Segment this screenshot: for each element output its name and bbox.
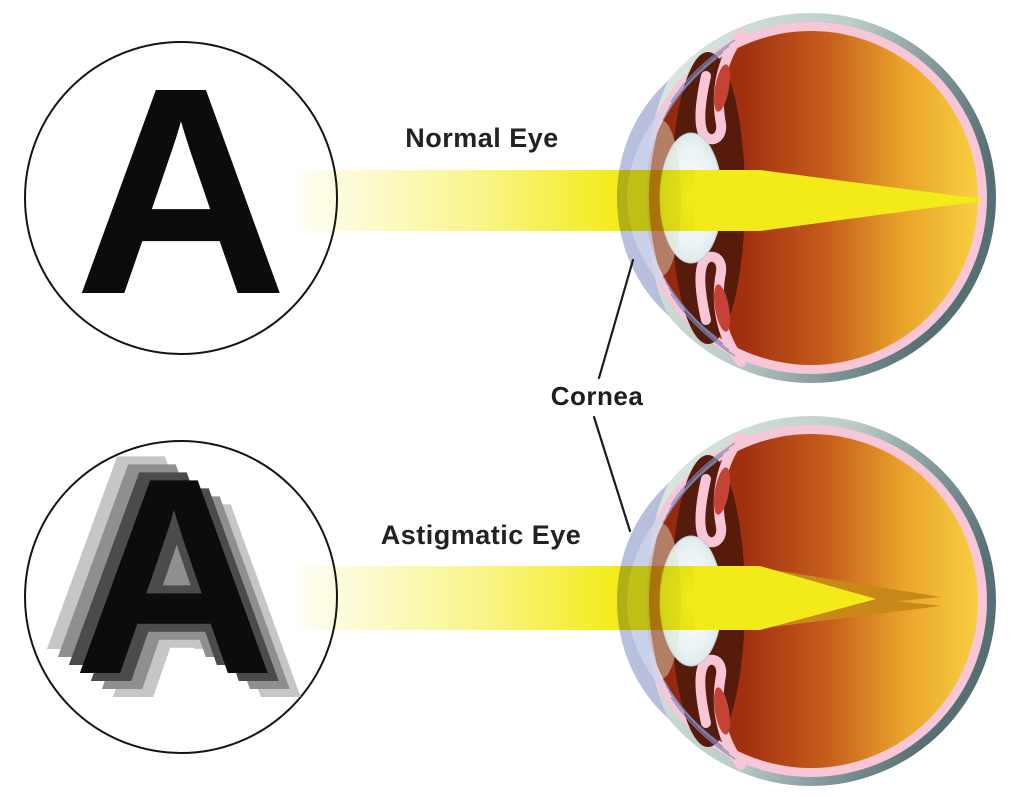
blur-ghost-mid-right: A <box>95 437 297 749</box>
chart-letter-blurred: A A A A A A A <box>40 397 308 757</box>
blur-ghost-dark-right: A <box>84 429 286 741</box>
astigmatic-incoming-beam <box>298 566 698 630</box>
blur-ghost-mid-left: A <box>51 405 253 717</box>
cornea-pointer-line-top <box>597 258 635 380</box>
blur-ghost-light-left: A <box>40 397 242 709</box>
normal-incoming-beam <box>298 170 698 231</box>
astigmatic-bright-beam <box>694 566 876 630</box>
chart-letter-blurred-core: A <box>73 421 275 733</box>
cornea-pointer-line-bottom <box>592 415 632 533</box>
blur-ghost-dark-left: A <box>62 413 264 725</box>
normal-eye-label: Normal Eye <box>405 123 559 153</box>
normal-focused-beam <box>694 170 982 231</box>
cornea-label: Cornea <box>551 381 644 411</box>
blur-ghost-light-right: A <box>106 445 308 757</box>
chart-letter-sharp: A <box>74 26 287 356</box>
astigmatic-eye-label: Astigmatic Eye <box>381 520 582 550</box>
